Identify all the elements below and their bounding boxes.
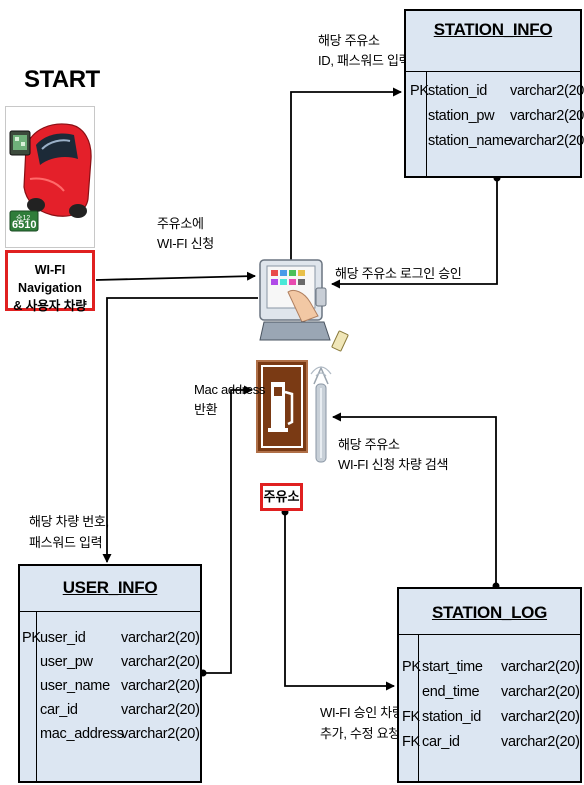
arrow-approve-request — [285, 512, 394, 686]
station-info-title: STATION_INFO — [406, 20, 580, 40]
station-log-type: varchar2(20) — [501, 730, 580, 754]
annotation-search-2: WI-FI 신청 차량 검색 — [338, 457, 448, 473]
user-info-type: varchar2(20) — [121, 674, 200, 698]
station-info-field: station_id — [428, 79, 487, 103]
annotation-approve-2: 추가, 수정 요청 — [320, 726, 400, 742]
station-log-field: end_time — [422, 680, 479, 704]
station-log-field: station_id — [422, 705, 481, 729]
annotation-wifi-request-1: 주유소에 — [157, 216, 204, 232]
antenna-icon — [308, 358, 334, 466]
card-image — [331, 330, 349, 354]
annotation-car-number-2: 패스워드 입력 — [29, 535, 102, 551]
antenna-image — [308, 358, 334, 466]
terminal-icon — [258, 258, 331, 346]
user-info-field: user_pw — [40, 650, 93, 674]
car-image: 승12 6510 — [5, 106, 95, 248]
user-info-field: car_id — [40, 698, 78, 722]
annotation-station-id-pw-1: 해당 주유소 — [318, 33, 380, 49]
annotation-login-approve: 해당 주유소 로그인 승인 — [335, 266, 462, 282]
annotation-car-number-1: 해당 차량 번호, — [29, 514, 109, 530]
station-log-field: car_id — [422, 730, 460, 754]
arrow-wifi-request — [96, 276, 255, 280]
station-log-table: STATION_LOG PK start_time varchar2(20) e… — [397, 587, 582, 783]
station-log-type: varchar2(20) — [501, 705, 580, 729]
arrow-to-station-info — [291, 92, 401, 263]
station-info-field: station_pw — [428, 104, 494, 128]
arrow-mac-return — [203, 390, 252, 673]
station-info-type: varchar2(20) — [510, 104, 584, 128]
user-info-type: varchar2(20) — [121, 650, 200, 674]
station-info-type: varchar2(20) — [510, 79, 584, 103]
user-info-field: mac_address — [40, 722, 124, 746]
user-info-table: USER_INFO PK user_id varchar2(20) user_p… — [18, 564, 202, 783]
station-log-field: start_time — [422, 655, 483, 679]
gas-station-sign — [256, 360, 308, 453]
station-log-type: varchar2(20) — [501, 655, 580, 679]
fuel-pump-icon — [258, 362, 306, 451]
station-log-title: STATION_LOG — [399, 603, 580, 623]
station-info-key: PK — [410, 79, 429, 103]
gas-station-box: 주유소 — [260, 483, 303, 511]
station-info-type: varchar2(20) — [510, 129, 584, 153]
annotation-approve-1: WI-FI 승인 차량 — [320, 705, 404, 721]
station-log-key: FK — [402, 730, 420, 754]
plate-number-text: 6510 — [12, 219, 36, 231]
nav-box-line2: & 사용자 차량 — [8, 297, 92, 315]
user-info-title: USER_INFO — [20, 578, 200, 598]
station-log-type: varchar2(20) — [501, 680, 580, 704]
annotation-search-1: 해당 주유소 — [338, 437, 400, 453]
user-info-type: varchar2(20) — [121, 626, 200, 650]
annotation-mac-1: Mac address — [194, 382, 265, 398]
user-info-type: varchar2(20) — [121, 698, 200, 722]
user-info-type: varchar2(20) — [121, 722, 200, 746]
station-info-table: STATION_INFO PK station_id varchar2(20) … — [404, 9, 582, 178]
nav-user-car-box: WI-FI Navigation & 사용자 차량 — [5, 250, 95, 311]
nav-box-line1: WI-FI Navigation — [8, 261, 92, 297]
user-info-field: user_name — [40, 674, 110, 698]
station-log-key: FK — [402, 705, 420, 729]
station-log-key: PK — [402, 655, 421, 679]
terminal-image — [258, 258, 331, 346]
user-info-key: PK — [22, 626, 41, 650]
station-info-field: station_name — [428, 129, 511, 153]
annotation-mac-2: 반환 — [194, 402, 217, 418]
start-label: START — [24, 66, 100, 94]
arrow-to-user-info — [107, 298, 258, 562]
annotation-wifi-request-2: WI-FI 신청 — [157, 236, 214, 252]
annotation-station-id-pw-2: ID, 패스워드 입력 — [318, 53, 410, 69]
card-icon — [331, 330, 349, 354]
user-info-field: user_id — [40, 626, 85, 650]
